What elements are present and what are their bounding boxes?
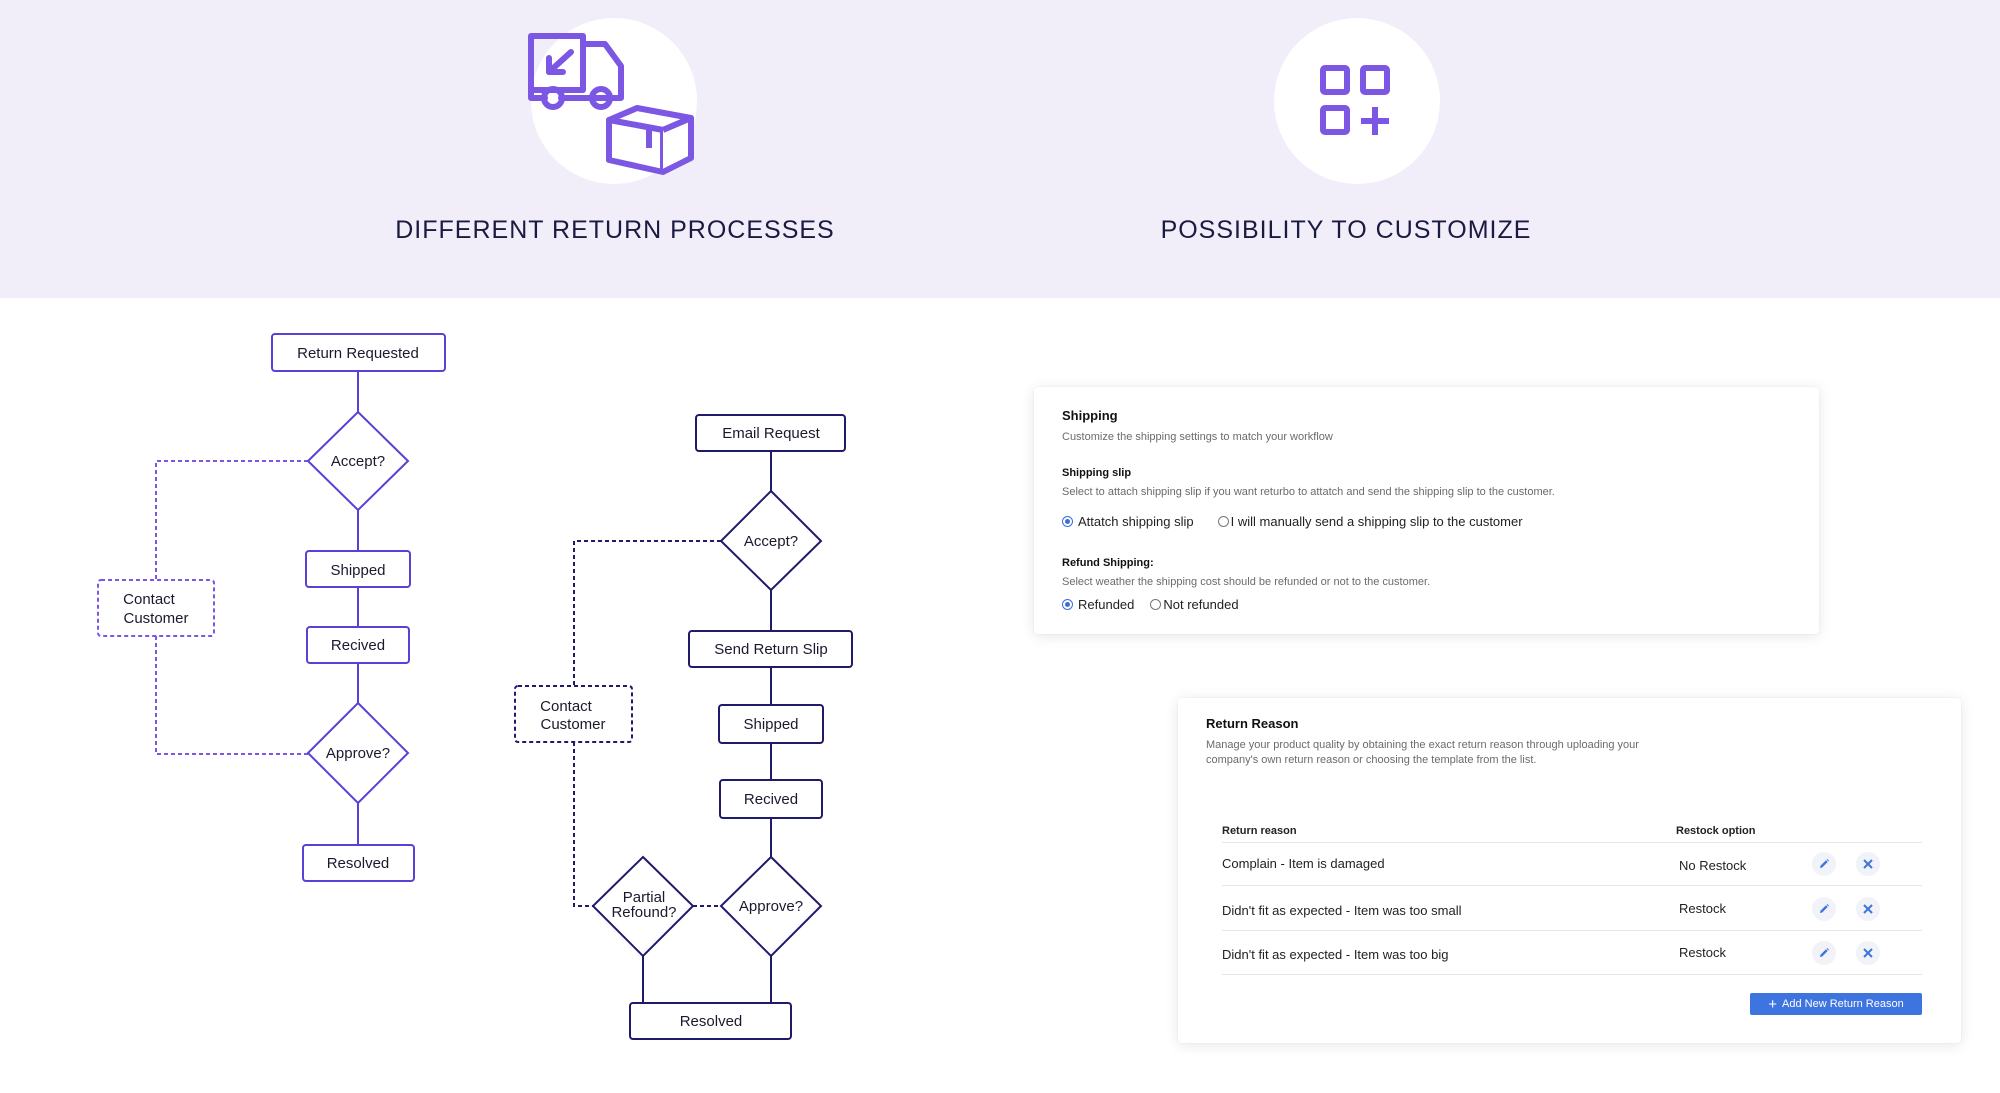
- restock-cell: No Restock: [1679, 858, 1747, 873]
- close-icon: [1863, 948, 1873, 958]
- manual-slip-radio-label: I will manually send a shipping slip to …: [1230, 514, 1523, 529]
- flow2-accept-label: Accept?: [744, 533, 798, 550]
- attach-slip-radio-option[interactable]: Attatch shipping slip: [1062, 514, 1194, 529]
- pencil-icon: [1820, 859, 1829, 868]
- not-refunded-radio-option[interactable]: Not refunded: [1150, 597, 1239, 612]
- flow2-contact-label-2: Customer: [540, 716, 605, 733]
- attach-slip-radio-label: Attatch shipping slip: [1078, 514, 1194, 529]
- shipping-panel-title: Shipping: [1062, 408, 1118, 423]
- refund-shipping-description: Select weather the shipping cost should …: [1062, 576, 1431, 588]
- flow1-return-requested-node: [271, 333, 446, 372]
- flow2-email-request-node: [695, 414, 846, 452]
- flow2-resolved-label: Resolved: [680, 1013, 743, 1030]
- delete-reason-button[interactable]: [1856, 941, 1880, 965]
- close-icon: [1863, 904, 1873, 914]
- flow2-approve-label: Approve?: [739, 898, 803, 915]
- feature-circle-customize: [1274, 18, 1440, 184]
- flow1-accept-label: Accept?: [331, 453, 385, 470]
- flow2-approve-node: [719, 855, 823, 958]
- flow2-partial-label-1: Partial: [623, 889, 666, 906]
- flow1-received-label: Recived: [331, 637, 385, 654]
- flow2-resolved-node: [629, 1002, 792, 1040]
- shipping-slip-description: Select to attach shipping slip if you wa…: [1062, 486, 1555, 498]
- shipping-settings-panel: [1034, 387, 1819, 634]
- reason-cell: Didn't fit as expected - Item was too sm…: [1222, 903, 1462, 918]
- refund-shipping-label: Refund Shipping:: [1062, 557, 1154, 569]
- refund-shipping-options: Refunded Not refunded: [1062, 597, 1263, 612]
- restock-cell: Restock: [1679, 945, 1726, 960]
- reason-cell: Didn't fit as expected - Item was too bi…: [1222, 947, 1449, 962]
- restock-cell: Restock: [1679, 901, 1726, 916]
- add-new-return-reason-label: Add New Return Reason: [1782, 998, 1904, 1010]
- flow2-contact-label-1: Contact: [540, 698, 593, 715]
- edit-reason-button[interactable]: [1812, 897, 1836, 921]
- edit-reason-button[interactable]: [1812, 852, 1836, 876]
- refunded-radio-label: Refunded: [1078, 597, 1135, 612]
- table-row: Complain - Item is damaged No Restock: [1222, 842, 1922, 886]
- return-reason-description-2: company's own return reason or choosing …: [1206, 754, 1537, 766]
- shipping-slip-label: Shipping slip: [1062, 467, 1132, 479]
- flow1-return-requested-label: Return Requested: [297, 345, 419, 362]
- flow2-contact-node: [514, 685, 633, 743]
- feature-title-customize: POSSIBILITY TO CUSTOMIZE: [1160, 216, 1532, 244]
- hero-banner: [0, 0, 2000, 298]
- grid-add-icon: [1320, 65, 1390, 135]
- flow1-contact-node: [97, 579, 215, 637]
- delete-reason-button[interactable]: [1856, 897, 1880, 921]
- pencil-icon: [1820, 904, 1829, 913]
- flow2-send-slip-label: Send Return Slip: [714, 641, 827, 658]
- flow1-resolved-node: [302, 844, 415, 882]
- flow2-received-label: Recived: [744, 791, 798, 808]
- flow2-shipped-label: Shipped: [743, 716, 798, 733]
- table-row: Didn't fit as expected - Item was too sm…: [1222, 885, 1922, 929]
- flow1-shipped-node: [305, 550, 411, 588]
- return-reason-title: Return Reason: [1206, 716, 1299, 731]
- column-header-restock: Restock option: [1676, 825, 1756, 837]
- close-icon: [1863, 859, 1873, 869]
- plus-icon: +: [1768, 995, 1778, 1013]
- flow2-partial-node: [591, 855, 695, 958]
- flow1-received-node: [306, 626, 410, 664]
- flow1-shipped-label: Shipped: [330, 562, 385, 579]
- pencil-icon: [1820, 948, 1829, 957]
- flow2-received-node: [719, 779, 823, 819]
- shipping-panel-subtitle: Customize the shipping settings to match…: [1062, 431, 1333, 443]
- return-truck-box-icon: [528, 33, 694, 175]
- return-reason-description-1: Manage your product quality by obtaining…: [1206, 739, 1639, 751]
- flowchart-detailed: Email Request Accept? Send Return Slip S…: [514, 414, 853, 1040]
- flow1-contact-label-2: Customer: [123, 610, 188, 627]
- flow2-email-request-label: Email Request: [722, 425, 820, 442]
- column-header-reason: Return reason: [1222, 825, 1297, 837]
- flow2-partial-label-2: Refound?: [611, 904, 676, 921]
- flow1-accept-node: [306, 410, 410, 512]
- flowchart-simple: Return Requested Accept? Shipped Recived…: [97, 333, 446, 882]
- not-refunded-radio-label: Not refunded: [1163, 597, 1239, 612]
- flow1-approve-node: [306, 701, 410, 805]
- not-refunded-radio[interactable]: [1150, 599, 1162, 610]
- flow2-accept-node: [719, 489, 823, 592]
- manual-slip-radio-option[interactable]: I will manually send a shipping slip to …: [1217, 514, 1523, 529]
- shipping-slip-options: Attatch shipping slip I will manually se…: [1062, 514, 1547, 529]
- edit-reason-button[interactable]: [1812, 941, 1836, 965]
- delete-reason-button[interactable]: [1856, 852, 1880, 876]
- reason-cell: Complain - Item is damaged: [1222, 856, 1385, 871]
- flow2-shipped-node: [718, 704, 824, 744]
- table-row: Didn't fit as expected - Item was too bi…: [1222, 930, 1922, 975]
- manual-slip-radio[interactable]: [1217, 516, 1229, 527]
- flow1-approve-label: Approve?: [326, 745, 390, 762]
- refunded-radio[interactable]: [1062, 599, 1073, 610]
- refunded-radio-option[interactable]: Refunded: [1062, 597, 1134, 612]
- feature-title-returns: DIFFERENT RETURN PROCESSES: [395, 216, 835, 244]
- flow1-contact-label-1: Contact: [123, 591, 176, 608]
- add-new-return-reason-button[interactable]: + Add New Return Reason: [1750, 993, 1922, 1015]
- attach-slip-radio[interactable]: [1062, 516, 1073, 527]
- flow2-send-slip-node: [688, 630, 853, 668]
- flow1-resolved-label: Resolved: [327, 855, 390, 872]
